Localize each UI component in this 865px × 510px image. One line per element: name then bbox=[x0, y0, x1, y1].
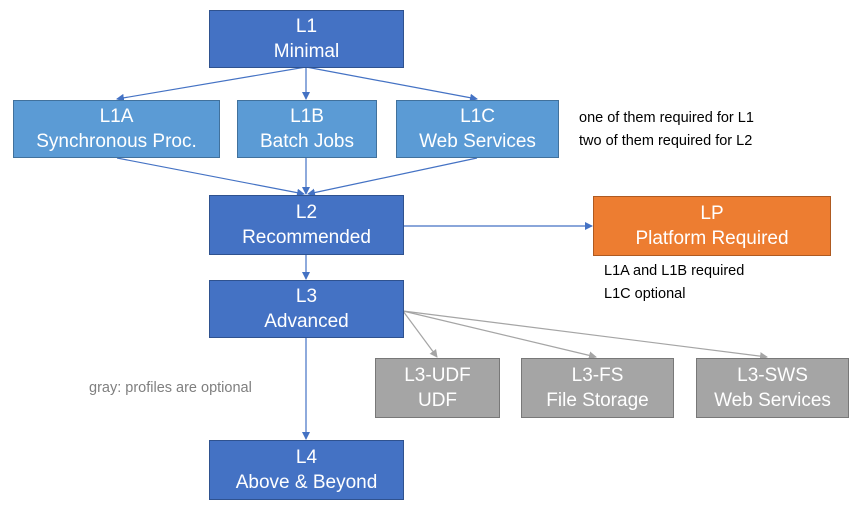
node-l1-name: Minimal bbox=[273, 41, 340, 62]
node-l3-fs-code: L3-FS bbox=[571, 365, 624, 386]
node-l1-code: L1 bbox=[295, 16, 318, 37]
node-l1c-code: L1C bbox=[460, 106, 495, 127]
edge-l3-l3fs bbox=[402, 310, 597, 360]
node-l3-name: Advanced bbox=[264, 311, 349, 332]
node-l3: L3 Advanced bbox=[209, 280, 404, 338]
note-lp-line1: L1A and L1B required bbox=[604, 263, 745, 279]
node-l3-udf-code: L3-UDF bbox=[404, 365, 471, 386]
node-lp: LP Platform Required bbox=[593, 196, 831, 256]
node-l1c-name: Web Services bbox=[419, 131, 536, 152]
node-l3-fs: L3-FS File Storage bbox=[521, 358, 674, 418]
node-l3-sws-code: L3-SWS bbox=[737, 365, 808, 386]
node-lp-code: LP bbox=[700, 203, 724, 224]
node-l2: L2 Recommended bbox=[209, 195, 404, 255]
node-l1a: L1A Synchronous Proc. bbox=[13, 100, 220, 158]
node-l3-code: L3 bbox=[295, 286, 318, 307]
edge-l3-l3sws bbox=[402, 310, 768, 361]
node-l3-udf-name: UDF bbox=[417, 390, 458, 411]
node-l1c: L1C Web Services bbox=[396, 100, 559, 158]
node-l1a-name: Synchronous Proc. bbox=[36, 131, 197, 152]
node-l1: L1 Minimal bbox=[209, 10, 404, 68]
edge-l1c-l2 bbox=[307, 157, 478, 197]
node-l3-udf: L3-UDF UDF bbox=[375, 358, 500, 418]
node-l3-sws-name: Web Services bbox=[714, 390, 831, 411]
node-l3-sws: L3-SWS Web Services bbox=[696, 358, 849, 418]
legend-optional: gray: profiles are optional bbox=[89, 380, 252, 396]
node-lp-name: Platform Required bbox=[635, 228, 789, 249]
node-l1b-name: Batch Jobs bbox=[260, 131, 354, 152]
node-l3-fs-name: File Storage bbox=[546, 390, 649, 411]
node-l4-name: Above & Beyond bbox=[235, 472, 378, 493]
note-lp-line2: L1C optional bbox=[604, 286, 686, 302]
edge-l3-l3udf bbox=[402, 310, 438, 358]
node-l1b: L1B Batch Jobs bbox=[237, 100, 377, 158]
node-l4: L4 Above & Beyond bbox=[209, 440, 404, 500]
note-l1-sub-line2: two of them required for L2 bbox=[579, 133, 753, 149]
edge-l1a-l2 bbox=[116, 157, 305, 197]
edge-l1-l1a bbox=[116, 66, 307, 102]
node-l4-code: L4 bbox=[295, 447, 318, 468]
node-l2-name: Recommended bbox=[242, 227, 371, 248]
node-l1b-code: L1B bbox=[290, 106, 324, 127]
note-l1-sub-line1: one of them required for L1 bbox=[579, 110, 754, 126]
node-l2-code: L2 bbox=[295, 202, 318, 223]
edge-l1-l1c bbox=[305, 66, 478, 102]
node-l1a-code: L1A bbox=[99, 106, 134, 127]
